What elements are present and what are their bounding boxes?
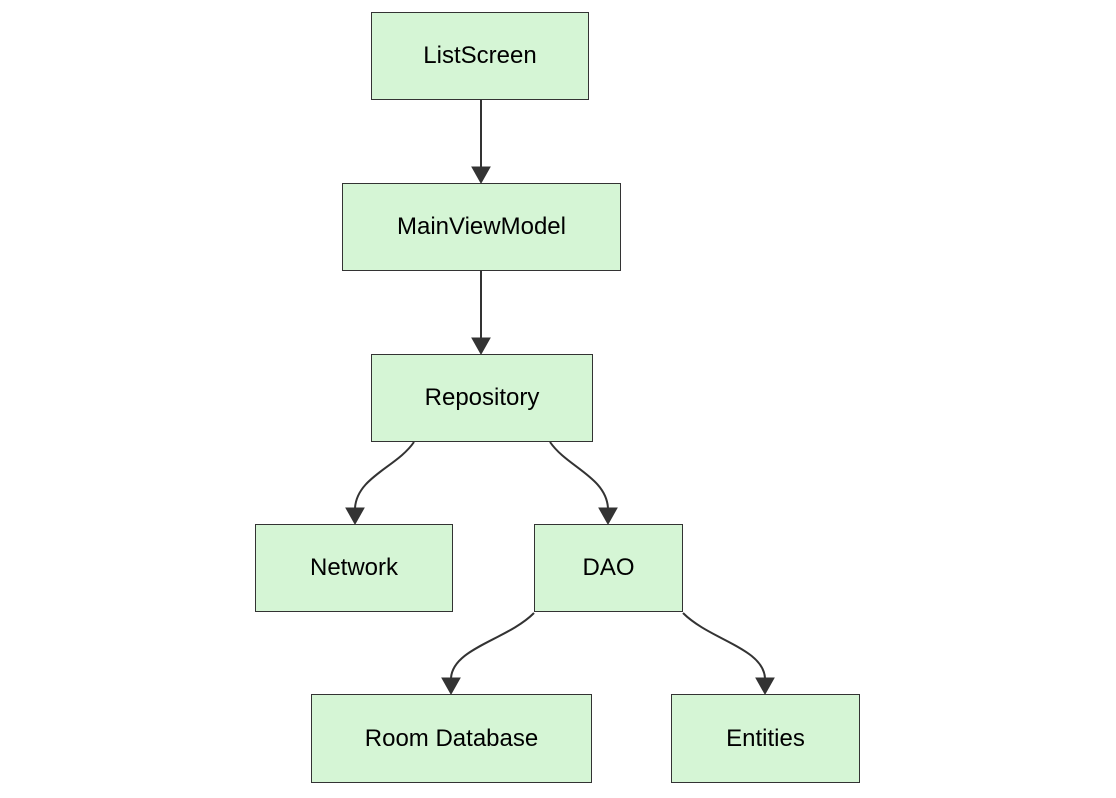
- edge-line: [682, 612, 766, 679]
- node-label: ListScreen: [423, 42, 537, 69]
- node-roomdatabase: Room Database: [311, 694, 592, 783]
- arrowhead-down-icon: [471, 337, 491, 356]
- edge-line: [549, 441, 609, 509]
- node-repository: Repository: [371, 354, 593, 442]
- edge-dao-roomdatabase: [441, 612, 535, 696]
- edge-repository-dao: [549, 441, 618, 526]
- arrowhead-down-icon: [471, 166, 491, 185]
- edge-repository-network: [345, 441, 415, 526]
- arrowhead-down-icon: [755, 677, 775, 696]
- node-label: Repository: [424, 384, 540, 411]
- edge-line: [450, 612, 535, 679]
- node-network: Network: [255, 524, 453, 612]
- edge-listscreen-mainviewmodel: [471, 100, 491, 185]
- node-label: DAO: [582, 554, 635, 581]
- node-label: Entities: [726, 724, 805, 752]
- node-dao: DAO: [534, 524, 683, 612]
- edge-line: [354, 441, 415, 509]
- node-listscreen: ListScreen: [371, 12, 589, 100]
- node-entities: Entities: [671, 694, 860, 783]
- arrowhead-down-icon: [598, 507, 618, 526]
- node-label: Network: [309, 554, 399, 581]
- edge-mainviewmodel-repository: [471, 271, 491, 356]
- node-label: Room Database: [364, 724, 539, 752]
- arrowhead-down-icon: [441, 677, 461, 696]
- node-label: MainViewModel: [397, 213, 566, 240]
- arrowhead-down-icon: [345, 507, 365, 526]
- edge-dao-entities: [682, 612, 775, 696]
- node-mainviewmodel: MainViewModel: [342, 183, 621, 271]
